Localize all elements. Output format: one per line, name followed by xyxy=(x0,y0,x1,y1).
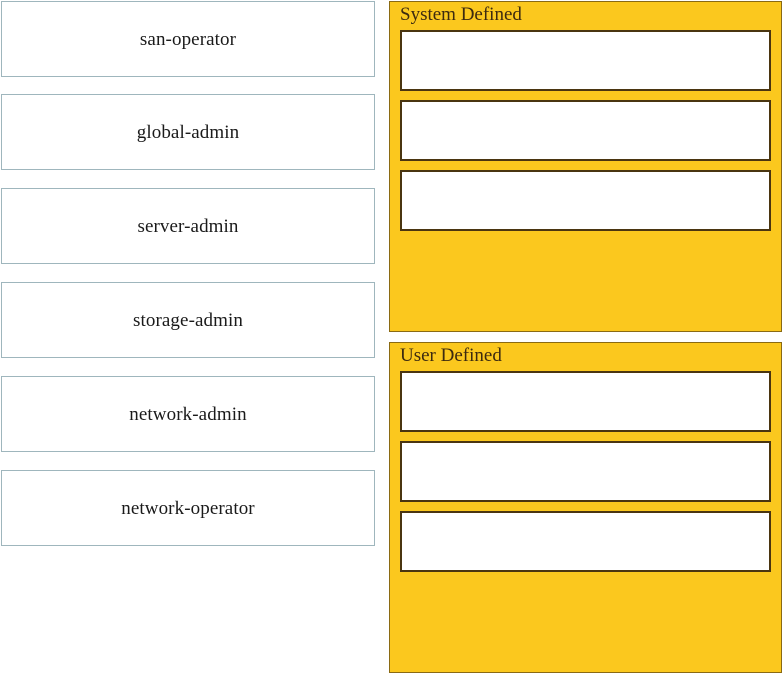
role-categories-column: System Defined User Defined xyxy=(389,0,784,678)
user-defined-dropzone-list xyxy=(390,370,781,581)
role-tile-san-operator[interactable]: san-operator xyxy=(1,1,375,77)
user-defined-dropzone-2[interactable] xyxy=(400,440,771,502)
user-defined-dropzone-3[interactable] xyxy=(400,510,771,572)
system-defined-dropzone-3[interactable] xyxy=(400,169,771,231)
user-defined-dropzone-1[interactable] xyxy=(400,370,771,432)
system-defined-dropzone-2[interactable] xyxy=(400,99,771,161)
role-tile-label: storage-admin xyxy=(133,309,243,331)
available-roles-column: san-operator global-admin server-admin s… xyxy=(0,0,377,678)
role-tile-label: network-admin xyxy=(129,403,247,425)
role-tile-label: server-admin xyxy=(137,215,239,237)
system-defined-dropzone-1[interactable] xyxy=(400,29,771,91)
panel-system-defined: System Defined xyxy=(389,1,782,332)
role-tile-label: global-admin xyxy=(136,121,240,143)
role-tile-global-admin[interactable]: global-admin xyxy=(1,94,375,170)
role-tile-server-admin[interactable]: server-admin xyxy=(1,188,375,264)
panel-user-defined: User Defined xyxy=(389,342,782,673)
panel-system-defined-title: System Defined xyxy=(400,4,522,25)
role-tile-label: san-operator xyxy=(139,28,237,50)
system-defined-dropzone-list xyxy=(390,29,781,240)
panel-user-defined-title: User Defined xyxy=(400,345,502,366)
role-tile-network-admin[interactable]: network-admin xyxy=(1,376,375,452)
role-tile-label: network-operator xyxy=(121,497,255,519)
role-tile-storage-admin[interactable]: storage-admin xyxy=(1,282,375,358)
role-tile-network-operator[interactable]: network-operator xyxy=(1,470,375,546)
